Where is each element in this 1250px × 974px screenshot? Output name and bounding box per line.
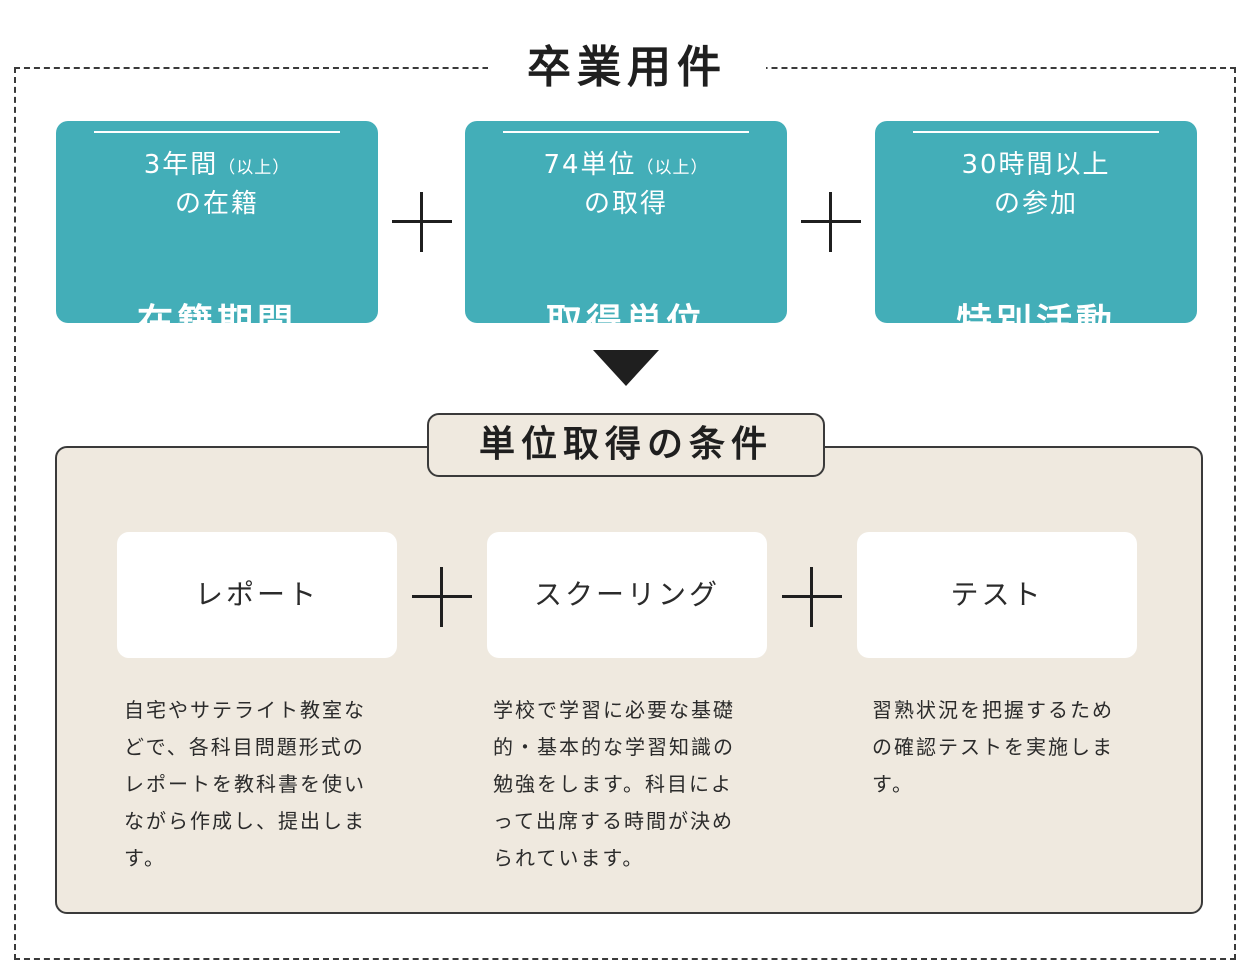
requirement-card-credits: 取得単位 74単位（以上） の取得	[465, 121, 787, 343]
requirement-desc: 3年間（以上） の在籍	[56, 147, 378, 222]
requirement-desc-line2: の在籍	[174, 189, 259, 219]
requirement-desc-small: （以上）	[636, 158, 709, 178]
requirement-desc: 74単位（以上） の取得	[465, 147, 787, 222]
requirement-card-enrollment: 在籍期間 3年間（以上） の在籍	[56, 121, 378, 343]
condition-card-test: テスト	[857, 532, 1137, 658]
requirement-desc-main: 74単位	[543, 150, 637, 180]
plus-icon	[782, 567, 842, 627]
credit-conditions-title: 単位取得の条件	[427, 413, 825, 477]
condition-desc-schooling: 学校で学習に必要な基礎的・基本的な学習知識の勉強をします。科目によって出席する時…	[493, 698, 735, 870]
condition-card-report: レポート	[117, 532, 397, 658]
credit-conditions-panel	[55, 446, 1203, 914]
requirement-desc: 30時間以上 の参加	[875, 147, 1197, 222]
requirement-desc-line2: の取得	[583, 189, 668, 219]
condition-desc-report: 自宅やサテライト教室などで、各科目問題形式のレポートを教科書を使いながら作成し、…	[124, 698, 366, 870]
requirement-desc-main: 3年間	[143, 150, 219, 180]
requirement-title: 特別活動	[955, 302, 1116, 343]
condition-desc-test: 習熟状況を把握するための確認テストを実施します。	[872, 698, 1114, 796]
plus-icon	[412, 567, 472, 627]
requirement-title: 取得単位	[545, 302, 706, 343]
divider	[94, 131, 340, 133]
divider	[503, 131, 749, 133]
requirement-desc-main: 30時間以上	[961, 150, 1111, 180]
arrow-down-icon	[593, 350, 659, 386]
plus-icon	[392, 192, 452, 252]
plus-icon	[801, 192, 861, 252]
requirement-desc-line2: の参加	[993, 189, 1078, 219]
condition-card-schooling: スクーリング	[487, 532, 767, 658]
divider	[913, 131, 1159, 133]
requirement-desc-small: （以上）	[218, 158, 291, 178]
main-title: 卒業用件	[488, 36, 766, 100]
requirement-title: 在籍期間	[136, 302, 297, 343]
requirement-card-activities: 特別活動 30時間以上 の参加	[875, 121, 1197, 343]
